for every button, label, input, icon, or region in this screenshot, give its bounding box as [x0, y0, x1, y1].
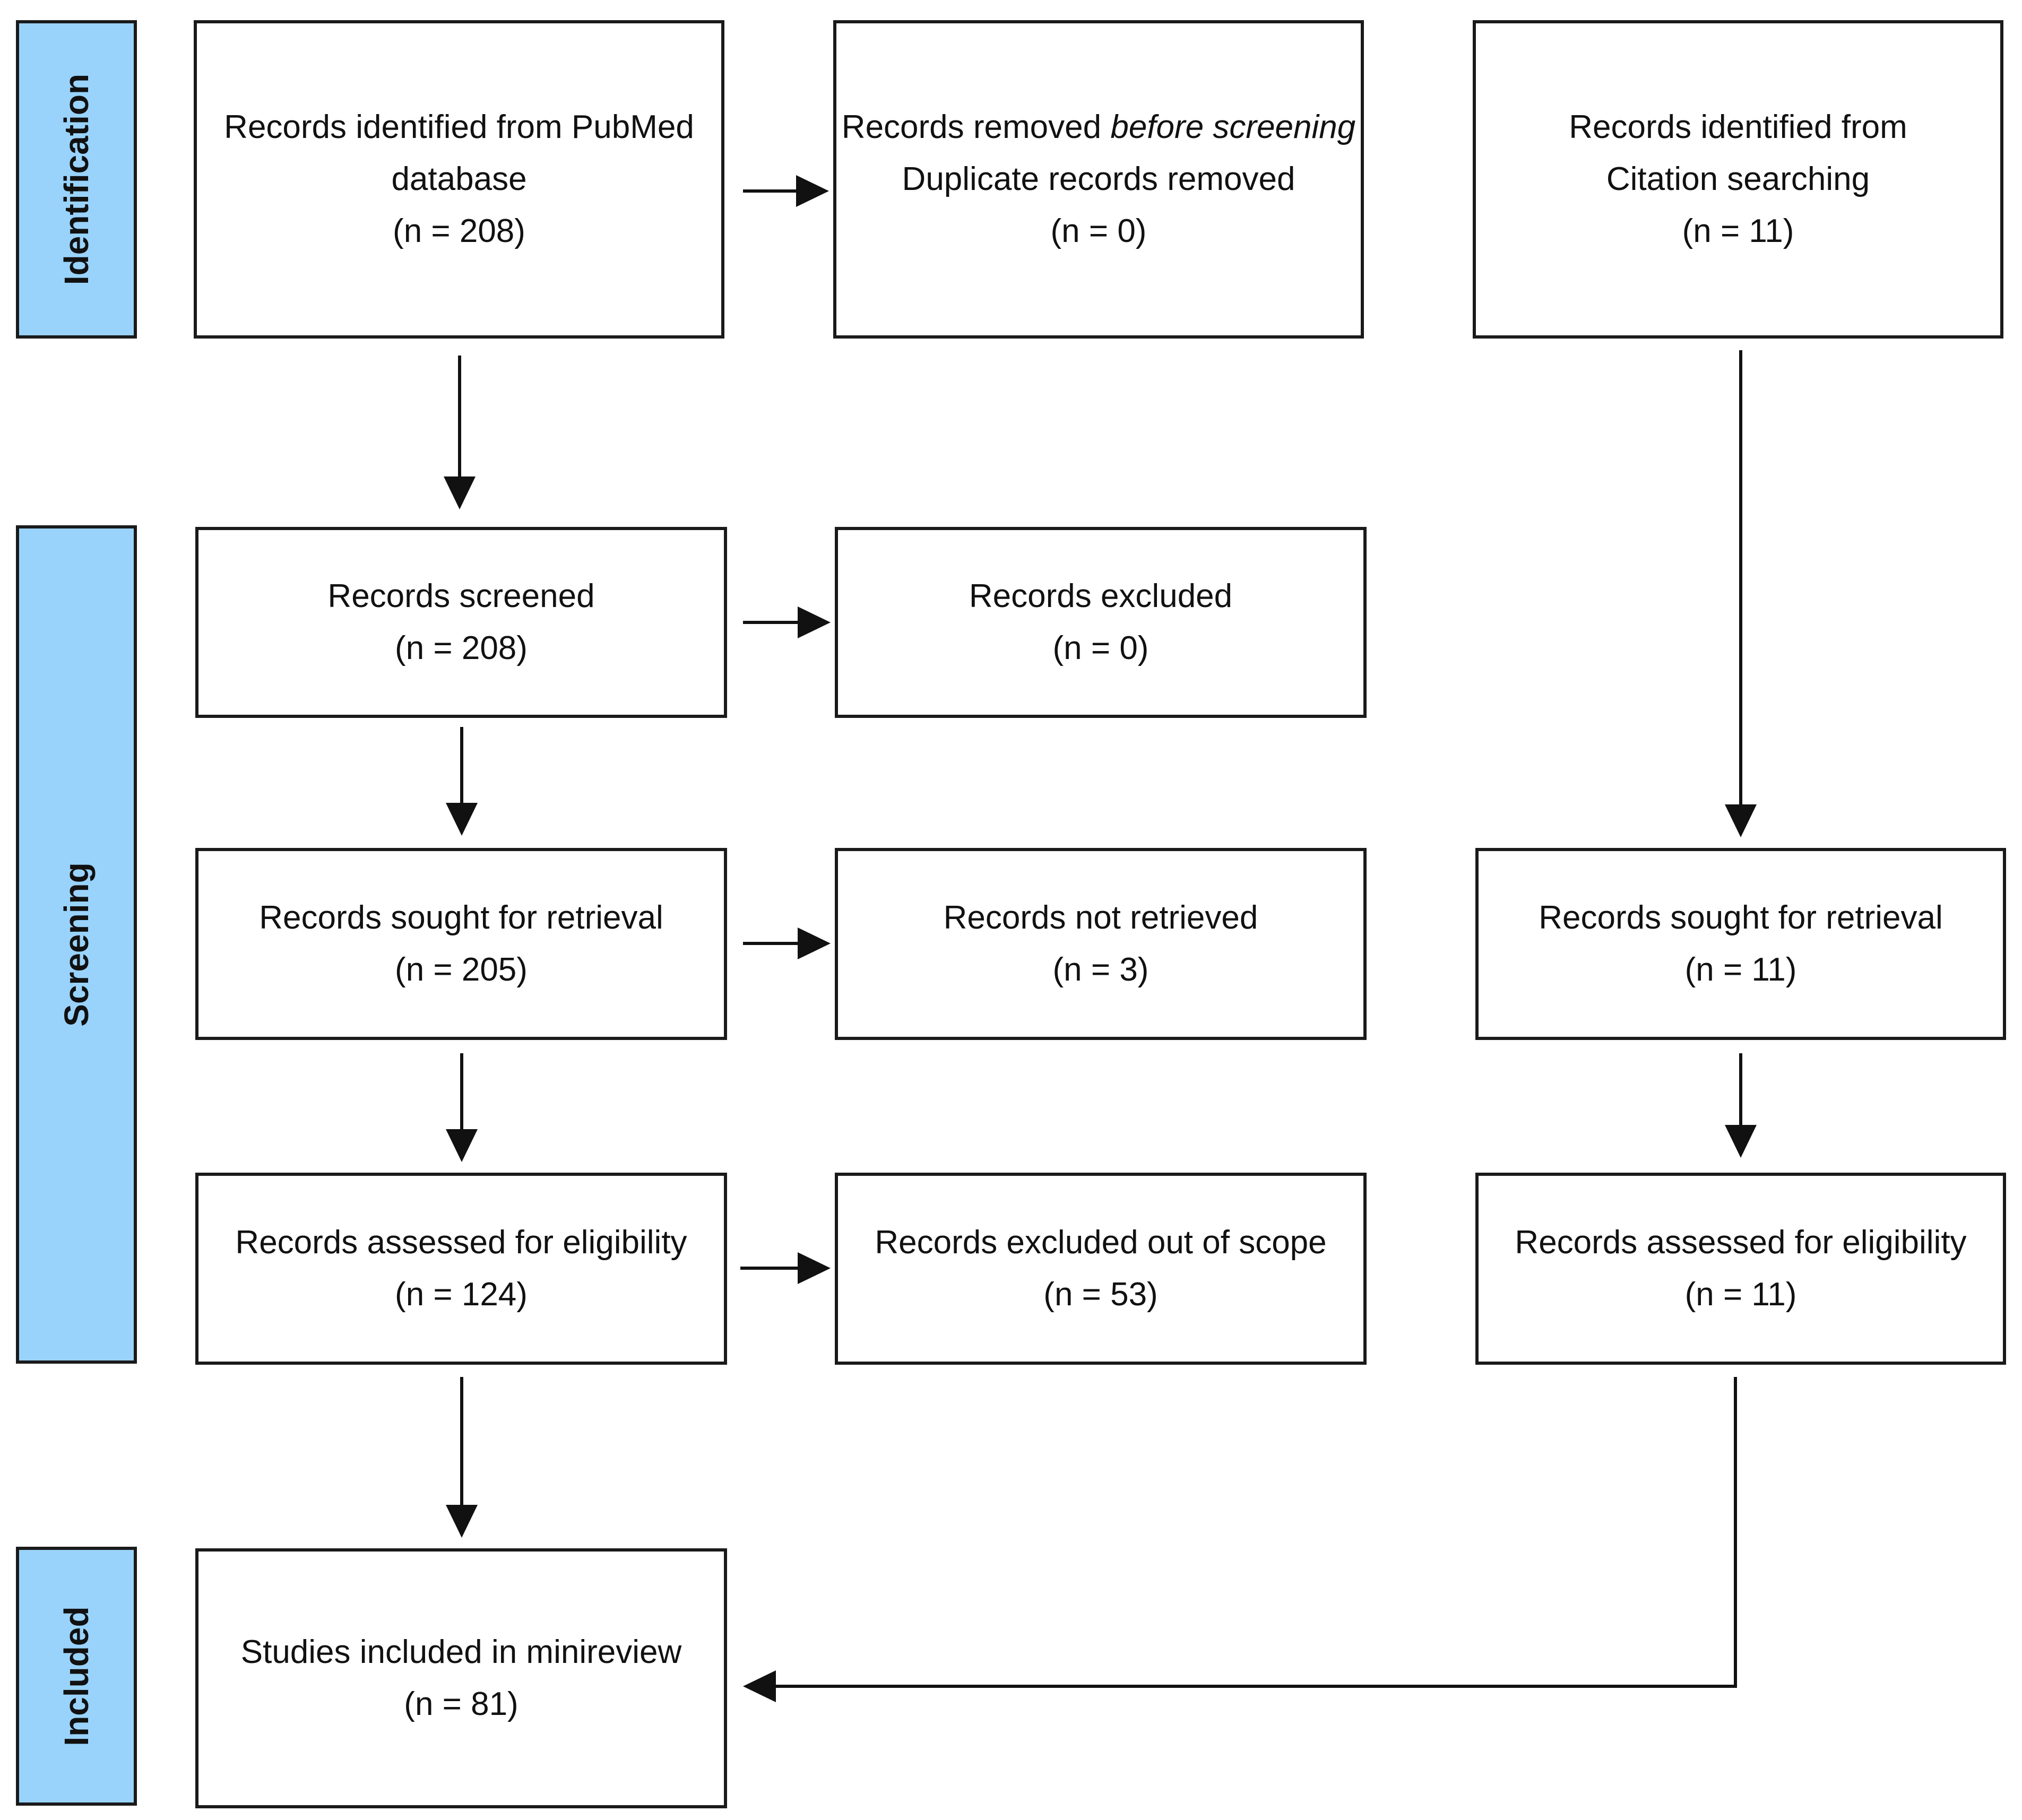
citation-line1: Records identified from — [1569, 109, 1907, 145]
pubmed-line2: database — [391, 161, 527, 197]
arrowhead-assessed-to-out-of-scope — [798, 1252, 831, 1284]
pubmed-count: (n = 208) — [393, 213, 525, 249]
out-of-scope-count: (n = 53) — [1043, 1276, 1158, 1313]
removed-line1-prefix: Records removed — [841, 109, 1111, 145]
pubmed-line1: Records identified from PubMed — [224, 109, 694, 145]
screened-label: Records screened — [327, 578, 595, 614]
removed-line1-emphasis: before screening — [1110, 109, 1356, 145]
included-label: Studies included in minireview — [240, 1634, 682, 1670]
arrowhead-screened-to-sought — [446, 803, 478, 836]
removed-line2: Duplicate records removed — [902, 161, 1295, 197]
excluded-count: (n = 0) — [1052, 630, 1149, 666]
arrowhead-pubmed-to-screened — [444, 476, 476, 509]
assessed-citation-count: (n = 11) — [1684, 1276, 1797, 1313]
arrowhead-sought-citation-to-assessed-citation — [1725, 1125, 1757, 1158]
not-retrieved-label: Records not retrieved — [943, 899, 1258, 936]
out-of-scope-label: Records excluded out of scope — [875, 1224, 1327, 1261]
sought-citation-label: Records sought for retrieval — [1539, 899, 1943, 936]
excluded-label: Records excluded — [969, 578, 1233, 614]
box-records-excluded: Records excluded (n = 0) — [835, 527, 1367, 718]
arrowhead-pubmed-to-removed — [796, 175, 829, 207]
arrowhead-citation-to-sought — [1725, 804, 1757, 837]
box-studies-included: Studies included in minireview (n = 81) — [195, 1548, 727, 1808]
box-records-excluded-out-of-scope: Records excluded out of scope (n = 53) — [835, 1173, 1367, 1365]
box-records-sought-retrieval-citation: Records sought for retrieval (n = 11) — [1475, 848, 2006, 1040]
assessed-citation-label: Records assessed for eligibility — [1515, 1224, 1967, 1261]
box-records-screened: Records screened (n = 208) — [195, 527, 727, 718]
phase-identification: Identification — [16, 20, 137, 339]
sought-label: Records sought for retrieval — [259, 899, 663, 936]
arrowhead-screened-to-excluded — [798, 606, 831, 638]
arrowhead-sought-to-assessed — [446, 1129, 478, 1162]
box-records-identified-citation: Records identified from Citation searchi… — [1473, 20, 2003, 339]
not-retrieved-count: (n = 3) — [1052, 951, 1149, 988]
arrowhead-sought-to-not-retrieved — [798, 928, 831, 959]
phase-included: Included — [16, 1547, 137, 1806]
box-records-assessed-eligibility: Records assessed for eligibility (n = 12… — [195, 1173, 727, 1365]
box-records-removed: Records removed before screening Duplica… — [833, 20, 1364, 339]
phase-screening: Screening — [16, 525, 137, 1364]
arrow-assessed-citation-to-included — [770, 1377, 1737, 1688]
box-records-sought-retrieval: Records sought for retrieval (n = 205) — [195, 848, 727, 1040]
citation-line2: Citation searching — [1606, 161, 1870, 197]
box-records-assessed-eligibility-citation: Records assessed for eligibility (n = 11… — [1475, 1173, 2006, 1365]
box-records-not-retrieved: Records not retrieved (n = 3) — [835, 848, 1367, 1040]
sought-count: (n = 205) — [395, 951, 528, 988]
sought-citation-count: (n = 11) — [1684, 951, 1797, 988]
assessed-label: Records assessed for eligibility — [235, 1224, 687, 1261]
arrowhead-assessed-citation-to-included — [743, 1670, 776, 1702]
box-records-identified-pubmed: Records identified from PubMed database … — [194, 20, 724, 339]
arrowhead-assessed-to-included — [446, 1505, 478, 1538]
assessed-count: (n = 124) — [395, 1276, 528, 1313]
screened-count: (n = 208) — [395, 630, 528, 666]
removed-line1: Records removed before screening — [842, 101, 1355, 153]
citation-count: (n = 11) — [1682, 213, 1794, 249]
included-count: (n = 81) — [404, 1686, 519, 1722]
removed-count: (n = 0) — [1050, 213, 1147, 249]
